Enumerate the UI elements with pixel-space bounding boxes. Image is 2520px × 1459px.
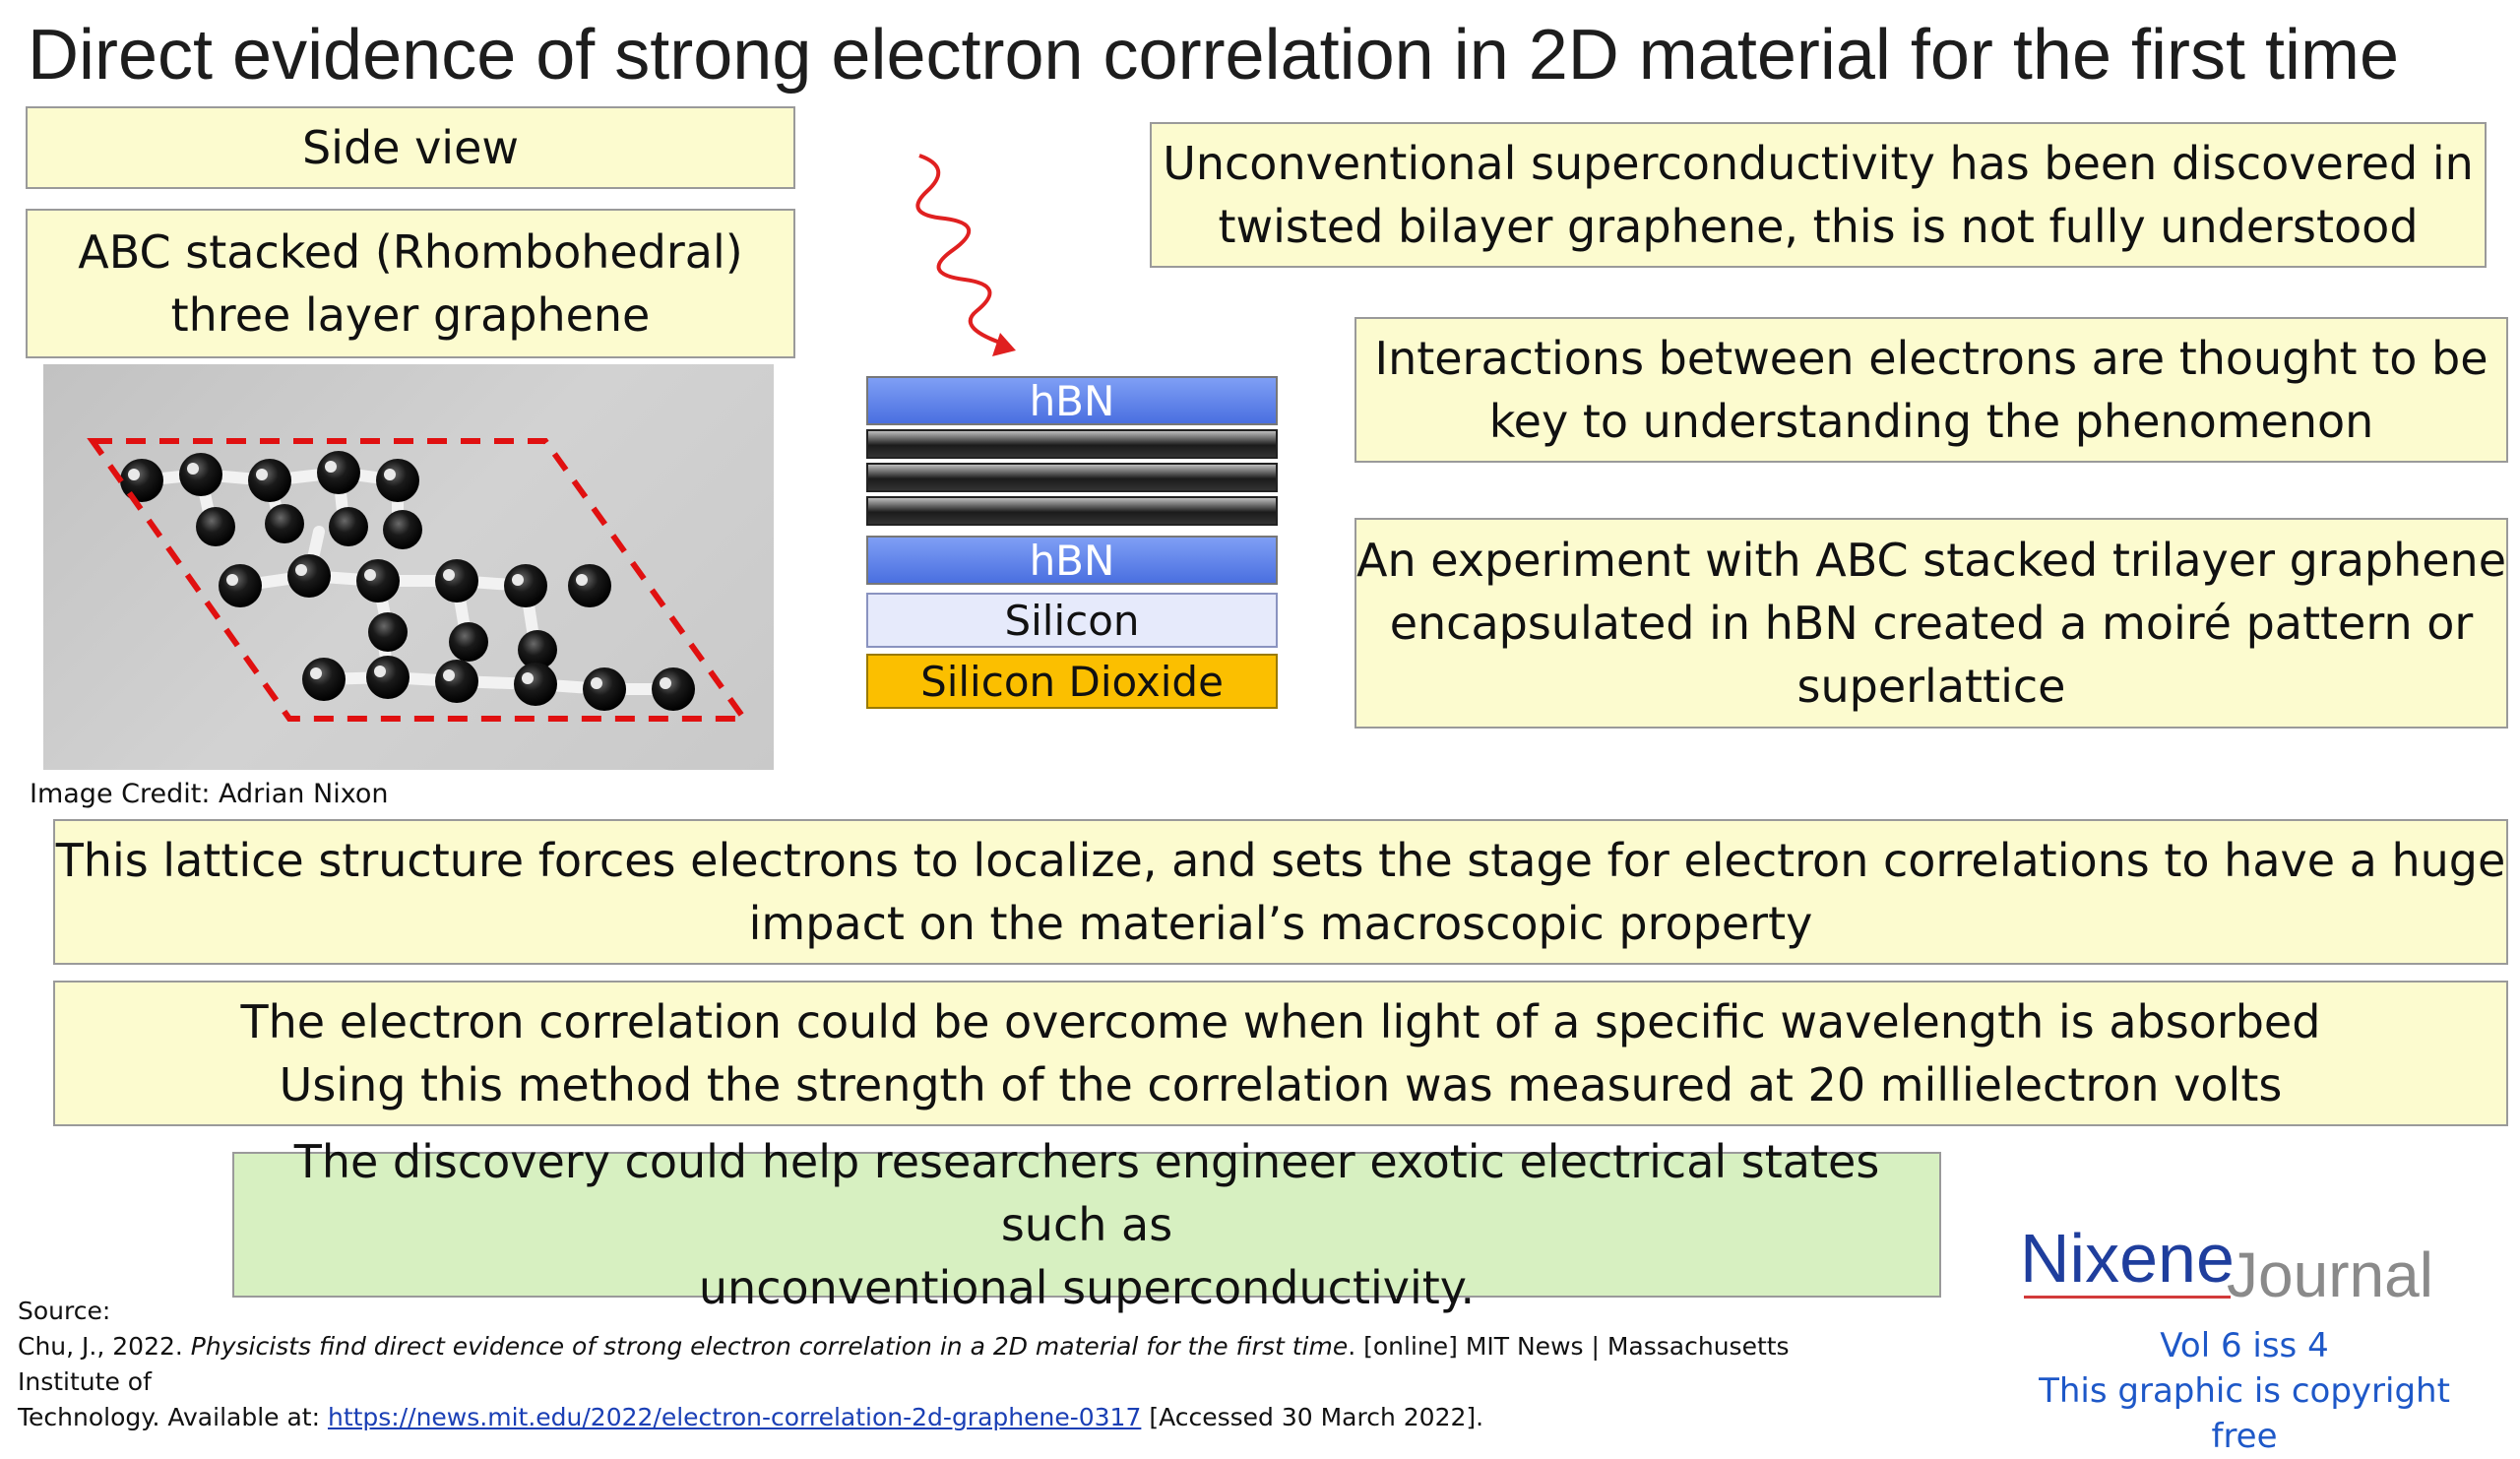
lattice-structure-box: This lattice structure forces electrons …: [53, 819, 2508, 965]
source-article-title: Physicists find direct evidence of stron…: [190, 1332, 1349, 1361]
source-author: Chu, J., 2022.: [18, 1332, 191, 1361]
side-view-label: Side view: [301, 121, 520, 174]
unconventional-superconductivity-box: Unconventional superconductivity has bee…: [1150, 122, 2487, 268]
image-credit: Image Credit: Adrian Nixon: [30, 779, 389, 809]
abc-stacked-box: ABC stacked (Rhombohedral) three layer g…: [26, 209, 795, 358]
layer-graphene-3: [866, 496, 1278, 526]
layer-graphene-2: [866, 463, 1278, 492]
electron-interactions-box: Interactions between electrons are thoug…: [1354, 317, 2508, 463]
abc-stacked-line1: ABC stacked (Rhombohedral): [78, 225, 743, 279]
layer-silicon-label: Silicon: [1004, 596, 1140, 645]
layer-hbn-top: hBN: [866, 376, 1278, 425]
logo-nixene: Nixene: [2020, 1220, 2235, 1297]
experiment-box: An experiment with ABC stacked trilayer …: [1354, 518, 2508, 729]
source-publisher: . [online] MIT News | Massachusetts Inst…: [18, 1332, 1790, 1396]
discovery-box: The discovery could help researchers eng…: [232, 1135, 1941, 1314]
discovery-line2: unconventional superconductivity.: [698, 1261, 1476, 1314]
unconventional-line2: twisted bilayer graphene, this is not fu…: [1218, 200, 2419, 253]
abc-stacked-line2: three layer graphene: [170, 288, 651, 342]
source-label: Source:: [18, 1297, 111, 1325]
source-line1: Chu, J., 2022. Physicists find direct ev…: [18, 1329, 1888, 1400]
copyright-notice: This graphic is copyright free: [2039, 1371, 2450, 1456]
logo-underline: [2024, 1296, 2231, 1299]
side-view-label-box: Side view: [26, 106, 795, 189]
layer-hbn-top-label: hBN: [1029, 376, 1115, 425]
electron-correlation-box: The electron correlation could be overco…: [53, 981, 2508, 1126]
lattice-line1: This lattice structure forces electrons …: [55, 834, 2506, 887]
layer-silicon: Silicon: [866, 593, 1278, 648]
logo-journal: Journal: [2227, 1239, 2433, 1310]
graphene-model-photo: [43, 364, 774, 770]
correlation-line1: The electron correlation could be overco…: [240, 995, 2321, 1048]
source-citation: Source: Chu, J., 2022. Physicists find d…: [18, 1294, 1888, 1435]
volume-info: Vol 6 iss 4 This graphic is copyright fr…: [2008, 1323, 2481, 1459]
light-wave-arrow: [915, 154, 1016, 356]
page-title: Direct evidence of strong electron corre…: [28, 16, 2400, 95]
discovery-line1: The discovery could help researchers eng…: [293, 1135, 1880, 1251]
correlation-line2: Using this method the strength of the co…: [279, 1058, 2283, 1111]
lattice-line2: impact on the material’s macroscopic pro…: [748, 897, 1813, 950]
layer-hbn-bottom: hBN: [866, 536, 1278, 585]
layer-silicon-dioxide-label: Silicon Dioxide: [920, 657, 1224, 706]
experiment-line1: An experiment with ABC stacked trilayer …: [1356, 534, 2507, 587]
experiment-line2: encapsulated in hBN created a moiré patt…: [1389, 597, 2474, 650]
graphene-model-illustration: [87, 438, 750, 722]
interactions-line2: key to understanding the phenomenon: [1488, 395, 2374, 448]
source-line2: Technology. Available at: https://news.m…: [18, 1400, 1888, 1435]
layer-silicon-dioxide: Silicon Dioxide: [866, 654, 1278, 709]
interactions-line1: Interactions between electrons are thoug…: [1374, 332, 2488, 385]
layer-graphene-1: [866, 429, 1278, 459]
nixene-journal-logo: Nixene Journal: [2018, 1217, 2490, 1315]
layer-hbn-bottom-label: hBN: [1029, 536, 1115, 585]
experiment-line3: superlattice: [1796, 660, 2066, 713]
unconventional-line1: Unconventional superconductivity has bee…: [1163, 137, 2474, 190]
volume-issue: Vol 6 iss 4: [2160, 1326, 2329, 1365]
